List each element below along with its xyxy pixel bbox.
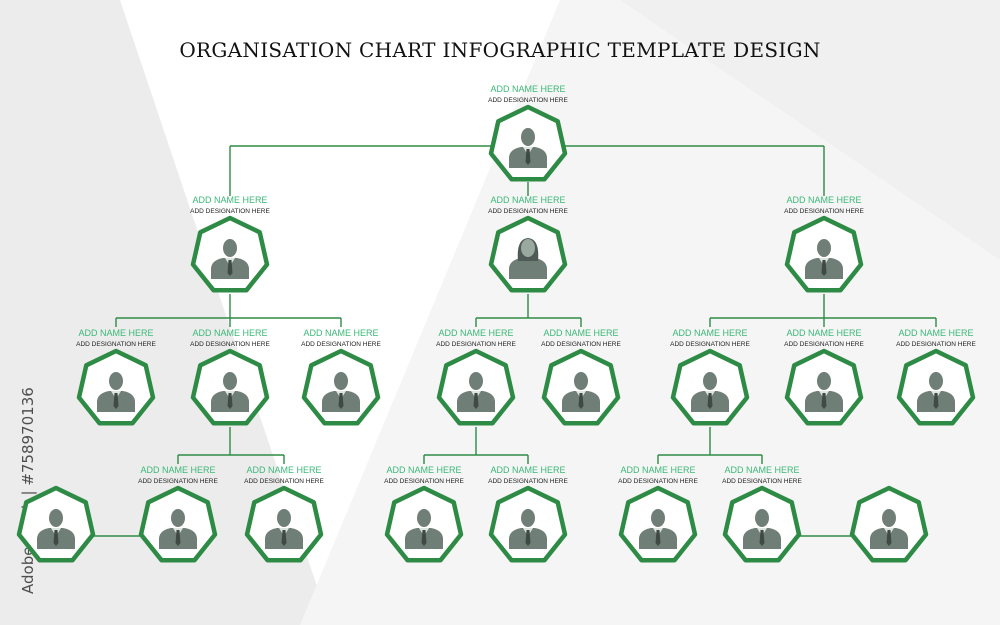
node-name: ADD NAME HERE xyxy=(438,328,513,338)
node-name: ADD NAME HERE xyxy=(724,465,799,475)
node-designation: ADD DESIGNATION HERE xyxy=(244,478,324,485)
female-avatar-icon xyxy=(509,238,547,279)
male-avatar-icon xyxy=(743,509,781,549)
org-node-b7[interactable] xyxy=(849,485,929,563)
org-node-l3g[interactable]: ADD NAME HERE ADD DESIGNATION HERE xyxy=(784,328,865,426)
org-node-m2[interactable]: ADD NAME HERE ADD DESIGNATION HERE xyxy=(488,195,569,293)
node-name: ADD NAME HERE xyxy=(246,465,321,475)
node-designation: ADD DESIGNATION HERE xyxy=(301,341,381,348)
male-avatar-icon xyxy=(509,128,547,168)
node-designation: ADD DESIGNATION HERE xyxy=(488,208,568,215)
male-avatar-icon xyxy=(322,372,360,412)
org-node-b6[interactable]: ADD NAME HERE ADD DESIGNATION HERE xyxy=(722,465,803,563)
node-designation: ADD DESIGNATION HERE xyxy=(190,208,270,215)
male-avatar-icon xyxy=(639,509,677,549)
org-node-b0[interactable] xyxy=(16,485,96,563)
background-shape-left xyxy=(0,0,330,625)
node-designation: ADD DESIGNATION HERE xyxy=(76,341,156,348)
page-title: ORGANISATION CHART INFOGRAPHIC TEMPLATE … xyxy=(179,38,821,62)
node-designation: ADD DESIGNATION HERE xyxy=(722,478,802,485)
org-node-l3d[interactable]: ADD NAME HERE ADD DESIGNATION HERE xyxy=(436,328,517,426)
node-name: ADD NAME HERE xyxy=(543,328,618,338)
male-avatar-icon xyxy=(805,239,843,279)
male-avatar-icon xyxy=(917,372,955,412)
male-avatar-icon xyxy=(562,372,600,412)
node-name: ADD NAME HERE xyxy=(303,328,378,338)
org-node-l3f[interactable]: ADD NAME HERE ADD DESIGNATION HERE xyxy=(670,328,751,426)
node-designation: ADD DESIGNATION HERE xyxy=(488,97,568,104)
male-avatar-icon xyxy=(211,372,249,412)
node-name: ADD NAME HERE xyxy=(490,465,565,475)
node-name: ADD NAME HERE xyxy=(192,195,267,205)
node-name: ADD NAME HERE xyxy=(386,465,461,475)
connectors xyxy=(93,145,937,537)
org-node-b1[interactable]: ADD NAME HERE ADD DESIGNATION HERE xyxy=(138,465,219,563)
node-designation: ADD DESIGNATION HERE xyxy=(488,478,568,485)
node-designation: ADD DESIGNATION HERE xyxy=(784,341,864,348)
node-name: ADD NAME HERE xyxy=(898,328,973,338)
node-name: ADD NAME HERE xyxy=(620,465,695,475)
org-node-m1[interactable]: ADD NAME HERE ADD DESIGNATION HERE xyxy=(190,195,271,293)
node-designation: ADD DESIGNATION HERE xyxy=(618,478,698,485)
org-node-b2[interactable]: ADD NAME HERE ADD DESIGNATION HERE xyxy=(244,465,325,563)
node-name: ADD NAME HERE xyxy=(490,84,565,94)
org-node-b5[interactable]: ADD NAME HERE ADD DESIGNATION HERE xyxy=(618,465,699,563)
male-avatar-icon xyxy=(37,509,75,549)
org-node-l3b[interactable]: ADD NAME HERE ADD DESIGNATION HERE xyxy=(190,328,271,426)
org-node-b3[interactable]: ADD NAME HERE ADD DESIGNATION HERE xyxy=(384,465,465,563)
male-avatar-icon xyxy=(265,509,303,549)
org-node-m3[interactable]: ADD NAME HERE ADD DESIGNATION HERE xyxy=(784,195,865,293)
node-name: ADD NAME HERE xyxy=(672,328,747,338)
node-name: ADD NAME HERE xyxy=(78,328,153,338)
node-designation: ADD DESIGNATION HERE xyxy=(138,478,218,485)
male-avatar-icon xyxy=(211,239,249,279)
male-avatar-icon xyxy=(509,509,547,549)
node-designation: ADD DESIGNATION HERE xyxy=(541,341,621,348)
node-designation: ADD DESIGNATION HERE xyxy=(670,341,750,348)
node-designation: ADD DESIGNATION HERE xyxy=(384,478,464,485)
male-avatar-icon xyxy=(97,372,135,412)
org-node-b4[interactable]: ADD NAME HERE ADD DESIGNATION HERE xyxy=(488,465,569,563)
node-designation: ADD DESIGNATION HERE xyxy=(896,341,976,348)
node-designation: ADD DESIGNATION HERE xyxy=(436,341,516,348)
male-avatar-icon xyxy=(691,372,729,412)
org-node-ceo[interactable]: ADD NAME HERE ADD DESIGNATION HERE xyxy=(488,84,569,182)
node-designation: ADD DESIGNATION HERE xyxy=(784,208,864,215)
org-node-l3c[interactable]: ADD NAME HERE ADD DESIGNATION HERE xyxy=(301,328,382,426)
node-name: ADD NAME HERE xyxy=(140,465,215,475)
node-name: ADD NAME HERE xyxy=(490,195,565,205)
org-node-l3e[interactable]: ADD NAME HERE ADD DESIGNATION HERE xyxy=(541,328,622,426)
node-designation: ADD DESIGNATION HERE xyxy=(190,341,270,348)
node-name: ADD NAME HERE xyxy=(786,328,861,338)
male-avatar-icon xyxy=(159,509,197,549)
background-shape-top-right xyxy=(620,0,1000,260)
male-avatar-icon xyxy=(805,372,843,412)
org-node-l3a[interactable]: ADD NAME HERE ADD DESIGNATION HERE xyxy=(76,328,157,426)
male-avatar-icon xyxy=(457,372,495,412)
male-avatar-icon xyxy=(870,509,908,549)
background-shape-right xyxy=(300,0,1000,625)
org-node-l3h[interactable]: ADD NAME HERE ADD DESIGNATION HERE xyxy=(896,328,977,426)
node-name: ADD NAME HERE xyxy=(192,328,267,338)
node-name: ADD NAME HERE xyxy=(786,195,861,205)
male-avatar-icon xyxy=(405,509,443,549)
